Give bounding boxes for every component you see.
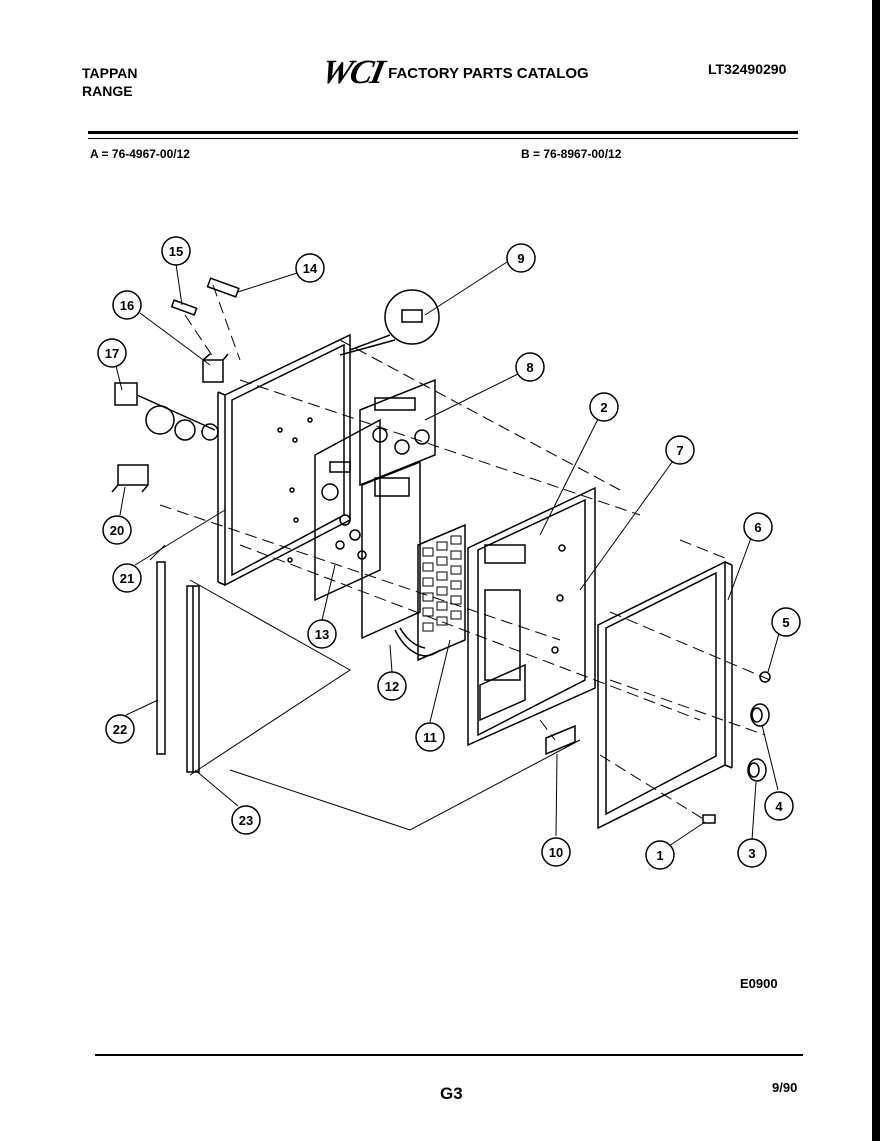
control-chassis: [217, 333, 351, 587]
control-knob-lower: [747, 758, 767, 782]
header-rule-thick: [88, 131, 798, 134]
header-rule-thin: [88, 138, 798, 139]
fuse: [206, 277, 240, 298]
callout-22-label: 22: [113, 722, 127, 737]
drawing-code: E0900: [740, 976, 778, 991]
plug: [702, 814, 716, 824]
callout-20: 20: [102, 515, 132, 545]
catalog-number: LT32490290: [708, 61, 787, 77]
callout-5-label: 5: [782, 615, 789, 630]
keypad: [417, 523, 466, 662]
model-a-label: A = 76-4967-00/12: [90, 147, 190, 161]
callout-3-label: 3: [748, 846, 755, 861]
circuit-board: [314, 418, 381, 602]
catalog-header: WCI FACTORY PARTS CATALOG: [318, 54, 589, 92]
door-rail: [186, 585, 200, 773]
callout-6-label: 6: [754, 520, 761, 535]
relay: [202, 353, 229, 383]
callout-20-label: 20: [110, 523, 124, 538]
catalog-title: FACTORY PARTS CATALOG: [388, 64, 589, 82]
callout-10: 10: [541, 837, 571, 867]
callout-16-label: 16: [120, 298, 134, 313]
callout-1: 1: [645, 840, 675, 870]
callout-21-label: 21: [120, 571, 134, 586]
callout-9: 9: [506, 243, 536, 273]
door-frame: [597, 560, 733, 830]
callout-7: 7: [665, 435, 695, 465]
fuse-holder: [170, 299, 198, 316]
callout-16: 16: [112, 290, 142, 320]
callout-4-label: 4: [775, 799, 783, 814]
callout-14-label: 14: [303, 261, 318, 276]
display-control-board: [359, 378, 436, 487]
side-rail: [156, 561, 166, 755]
interlock-switch: [111, 464, 149, 493]
callout-8: 8: [515, 352, 545, 382]
callout-23: 23: [231, 805, 261, 835]
callout-13: 13: [307, 619, 337, 649]
callout-12: 12: [377, 671, 407, 701]
callout-7-label: 7: [676, 443, 683, 458]
callout-8-label: 8: [526, 360, 533, 375]
callout-3: 3: [737, 838, 767, 868]
callout-1-label: 1: [656, 848, 663, 863]
callout-13-label: 13: [315, 627, 329, 642]
callout-2-label: 2: [600, 400, 607, 415]
callout-17: 17: [97, 338, 127, 368]
callout-11: 11: [415, 722, 445, 752]
control-panel-face: [467, 486, 596, 747]
callout-10-label: 10: [549, 845, 563, 860]
model-b-label: B = 76-8967-00/12: [521, 147, 622, 161]
callout-22: 22: [105, 714, 135, 744]
callout-11-label: 11: [423, 730, 437, 745]
base-outline: [149, 544, 581, 831]
bracket: [545, 724, 576, 756]
callout-group: 1 2 3 4 5 6 7 8 9 10 11 12 13 14 15 16 1…: [97, 236, 801, 870]
callout-15: 15: [161, 236, 191, 266]
connector-detail: [339, 289, 440, 356]
callout-12-label: 12: [385, 679, 399, 694]
callout-23-label: 23: [239, 813, 253, 828]
small-knob: [759, 671, 771, 683]
touch-panel: [361, 460, 421, 640]
callout-6: 6: [743, 512, 773, 542]
brand-block: TAPPAN RANGE: [82, 64, 137, 100]
date-code: 9/90: [772, 1080, 798, 1095]
brand-name: TAPPAN: [82, 65, 138, 81]
callout-2: 2: [589, 392, 619, 422]
callout-15-label: 15: [169, 244, 183, 259]
page-number: G3: [440, 1084, 463, 1103]
callout-4: 4: [764, 791, 794, 821]
callout-17-label: 17: [105, 346, 119, 361]
product-type: RANGE: [82, 83, 133, 99]
ribbon-connector: [394, 627, 441, 657]
callout-9-label: 9: [517, 251, 524, 266]
control-knob-upper: [750, 703, 770, 727]
callout-14: 14: [295, 253, 325, 283]
assembly-guide-lines: [159, 284, 771, 821]
callout-5: 5: [771, 607, 801, 637]
callout-21: 21: [112, 563, 142, 593]
switch-assembly: [114, 382, 219, 441]
footer-rule: [95, 1054, 803, 1056]
leader-lines: [114, 261, 781, 849]
